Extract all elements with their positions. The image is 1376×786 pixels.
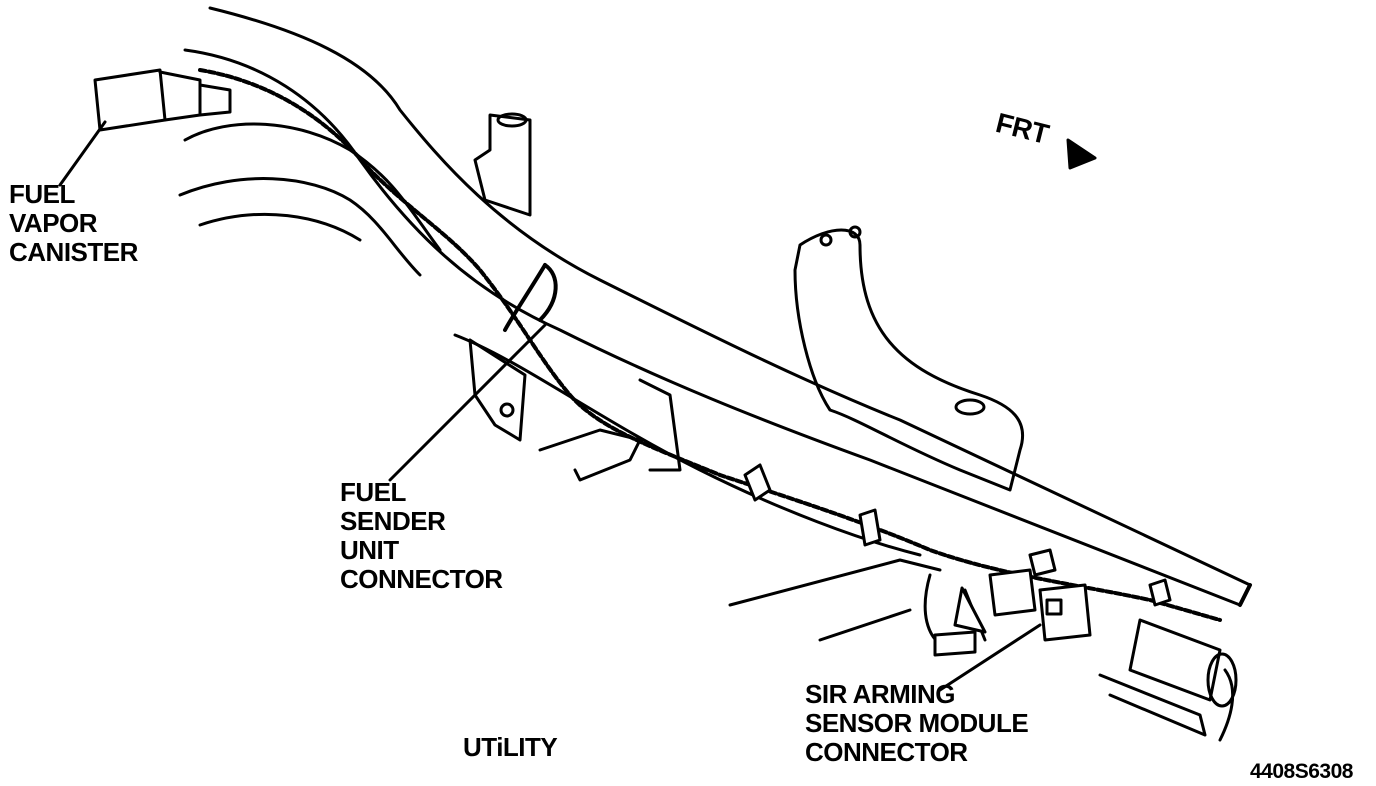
lower-bracket — [468, 338, 527, 442]
sir-label-line-2: SENSOR MODULE — [805, 708, 1029, 738]
frame-rail — [183, 6, 1252, 607]
utility-label: UTiLITY — [463, 732, 558, 762]
fuel-vapor-canister-line-2: VAPOR — [9, 208, 98, 238]
fuel-sender-line-4: CONNECTOR — [340, 564, 503, 594]
sir-module-assembly — [923, 568, 1092, 657]
harness-clips — [743, 463, 1172, 607]
fuel-vapor-canister-line-1: FUEL — [9, 179, 75, 209]
sir-pointer-arrow — [953, 586, 987, 634]
figure-code: 4408S6308 — [1250, 760, 1353, 783]
fuel-sender-line-1: FUEL — [340, 477, 406, 507]
fuel-vapor-canister-line-3: CANISTER — [9, 237, 138, 267]
canister-connector — [93, 68, 232, 132]
frt-arrow-icon — [1066, 138, 1097, 170]
leader-lines — [58, 120, 1042, 692]
fuel-sender-line-3: UNIT — [340, 535, 399, 565]
rear-mount-bracket — [793, 225, 1025, 492]
upper-bracket — [473, 112, 532, 217]
wiring-harness — [198, 68, 1222, 622]
sir-arming-sensor-module-connector-label: SIR ARMING SENSOR MODULE CONNECTOR — [805, 679, 1029, 767]
fuel-vapor-canister-label: FUEL VAPOR CANISTER — [9, 180, 138, 267]
fuel-filter — [1098, 618, 1238, 742]
crossmember — [538, 378, 942, 642]
sir-label-line-1: SIR ARMING — [805, 679, 956, 709]
sir-label-line-3: CONNECTOR — [805, 737, 968, 767]
fuel-sender-unit-connector-label: FUEL SENDER UNIT CONNECTOR — [340, 478, 503, 594]
fuel-sender-line-2: SENDER — [340, 506, 446, 536]
